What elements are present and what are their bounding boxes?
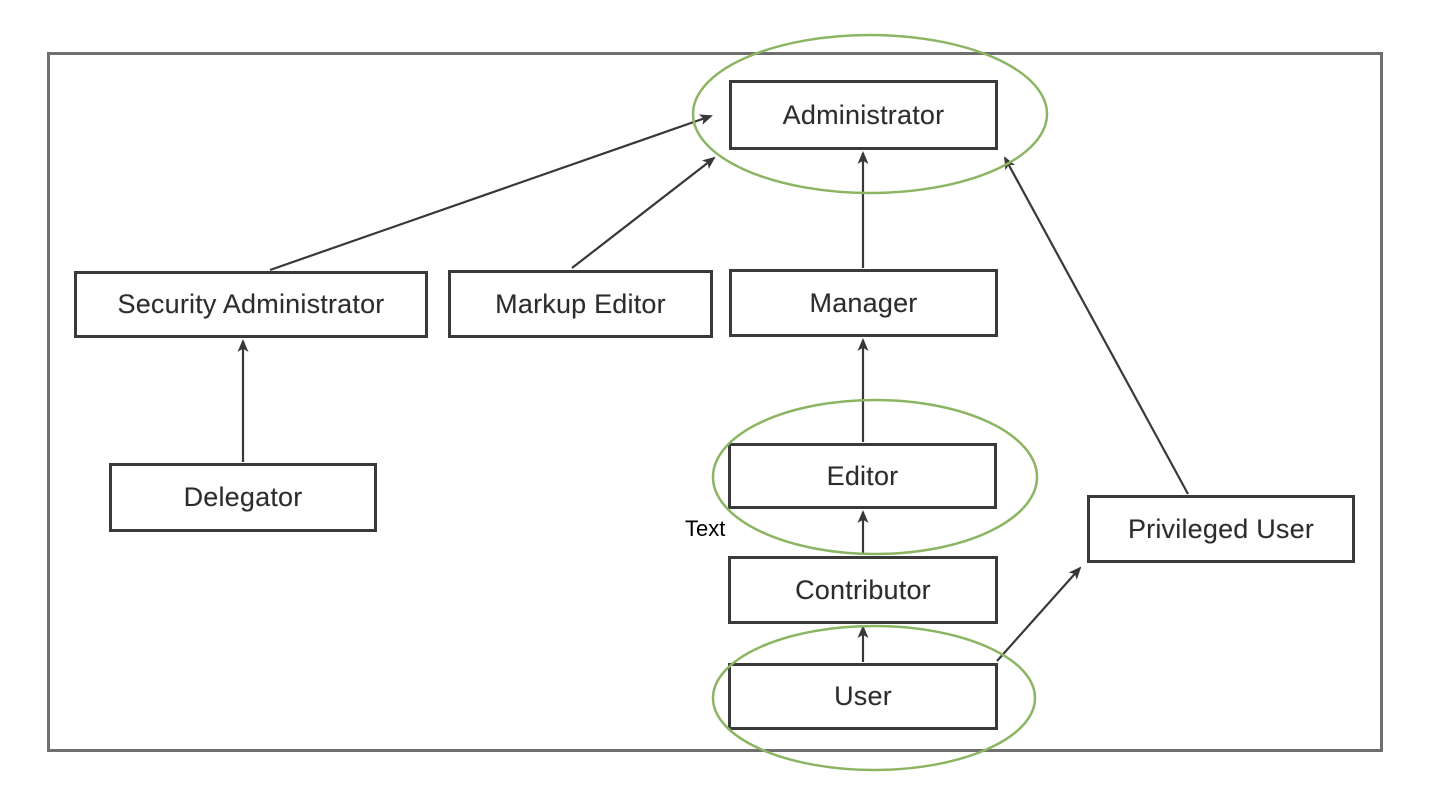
node-contributor: Contributor [728,556,998,624]
node-delegator: Delegator [109,463,377,532]
node-administrator: Administrator [729,80,998,150]
node-manager: Manager [729,269,998,337]
node-label: Privileged User [1127,513,1315,544]
node-privileged-user: Privileged User [1087,495,1355,563]
node-label: Delegator [183,482,303,512]
node-label: User [834,681,892,711]
node-label: Security Administrator [117,289,385,319]
diagram-border-frame [47,52,1383,752]
node-editor: Editor [728,443,997,509]
node-label: Administrator [782,99,945,130]
node-user: User [728,663,998,730]
node-label: Editor [826,460,899,491]
node-security-administrator: Security Administrator [74,271,428,338]
node-markup-editor: Markup Editor [448,270,713,338]
node-label: Contributor [795,574,931,605]
node-label: Manager [809,287,918,318]
node-label: Markup Editor [495,288,666,319]
text-annotation: Text [685,516,726,541]
